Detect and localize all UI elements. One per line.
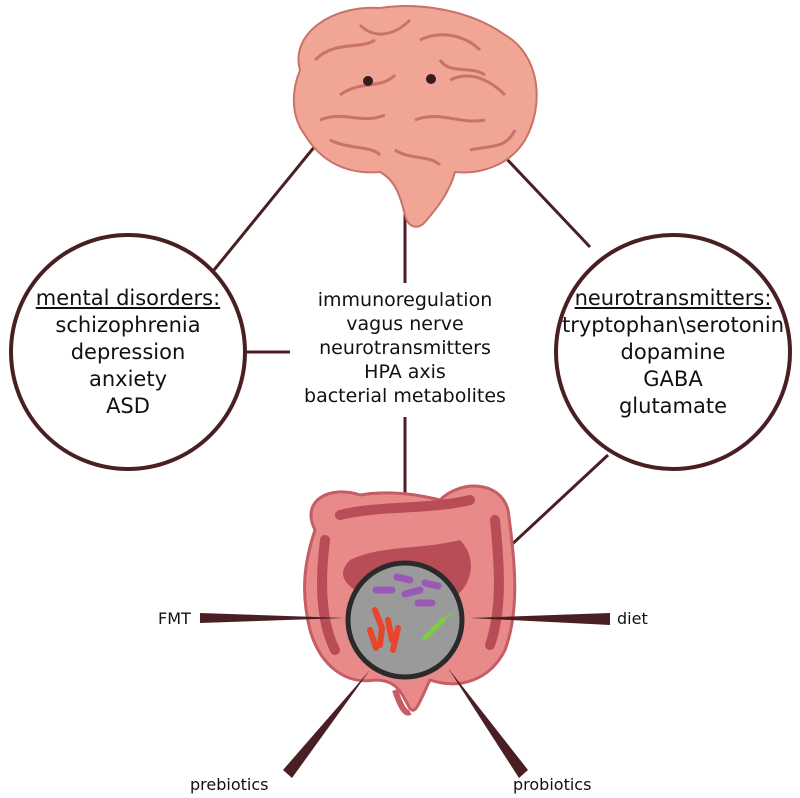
probiotics-label: probiotics xyxy=(513,775,592,794)
mechanism-item: bacterial metabolites xyxy=(304,385,506,407)
mental-disorders-heading: mental disorders: xyxy=(35,286,221,310)
fmt-wedge xyxy=(200,613,345,623)
mechanism-item: vagus nerve xyxy=(346,313,464,335)
diet-wedge xyxy=(470,613,610,625)
mechanism-item: immunoregulation xyxy=(317,289,493,311)
neurotransmitter-item: glutamate xyxy=(618,394,728,418)
probiotics-wedge xyxy=(448,668,528,778)
neurotransmitters-circle xyxy=(554,233,792,471)
disorder-item: depression xyxy=(70,340,186,364)
mechanisms-list: immunoregulation vagus nerve neurotransm… xyxy=(290,288,520,408)
neurotransmitters-heading: neurotransmitters: xyxy=(574,286,772,310)
disorder-item: schizophrenia xyxy=(55,313,201,337)
mental-disorders-block: mental disorders: schizophrenia depressi… xyxy=(18,285,238,420)
disorder-item: ASD xyxy=(106,394,150,418)
mechanism-item: HPA axis xyxy=(364,361,446,383)
brain-icon xyxy=(292,5,538,228)
mental-disorders-circle xyxy=(9,233,247,471)
neurotransmitter-item: tryptophan\serotonin xyxy=(561,313,785,337)
prebiotics-label: prebiotics xyxy=(190,775,269,794)
diet-label: diet xyxy=(617,609,648,628)
microbiota-inset-icon xyxy=(345,560,465,680)
prebiotics-wedge xyxy=(283,670,370,778)
neurotransmitters-block: neurotransmitters: tryptophan\serotonin … xyxy=(550,285,796,420)
mechanism-item: neurotransmitters xyxy=(319,337,491,359)
intervention-wedges xyxy=(200,613,610,778)
disorder-item: anxiety xyxy=(88,367,168,391)
neurotransmitter-item: dopamine xyxy=(620,340,726,364)
fmt-label: FMT xyxy=(158,609,191,628)
neurotransmitter-item: GABA xyxy=(643,367,703,391)
